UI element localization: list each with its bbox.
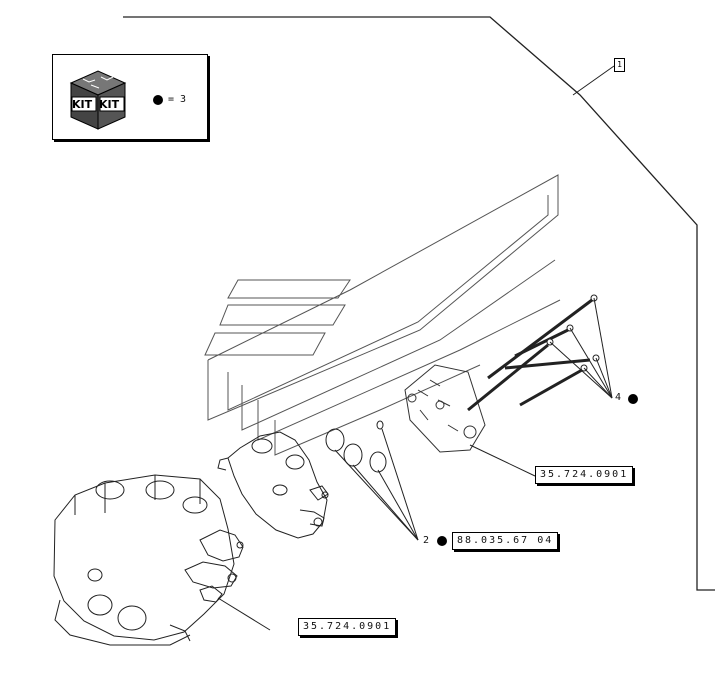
assembly-ref-label: 1 [617, 60, 622, 69]
chevron-background [204, 174, 561, 456]
kit-label-left: KIT [72, 98, 93, 111]
o-rings [325, 420, 387, 473]
assembly-ref-leader [572, 65, 615, 96]
lower-ref-leader [217, 597, 271, 631]
callout-4-kit-dot [628, 394, 638, 404]
kit-quantity: = 3 [168, 94, 187, 105]
valve-assembly [53, 474, 244, 646]
kit-legend: KIT KIT = 3 [52, 54, 208, 140]
assembly-bracket-line [123, 16, 715, 591]
kit-box-icon [69, 70, 127, 130]
pins [467, 298, 593, 412]
callout-item-4: 4 [615, 392, 622, 403]
assembly-ref-box: 1 [614, 58, 625, 72]
callout-item-2: 2 [423, 535, 430, 546]
upper-ref-leader [469, 444, 536, 477]
part-number-text: 88.035.67 04 [457, 535, 554, 546]
callout-2-kit-dot [437, 536, 447, 546]
kit-dot-icon [153, 95, 163, 105]
section-ref-upper-text: 35.724.0901 [540, 469, 629, 480]
part-number-box: 88.035.67 04 [452, 532, 559, 550]
kit-label-right: KIT [99, 98, 120, 111]
section-ref-upper[interactable]: 35.724.0901 [535, 466, 634, 484]
o-ring-leaders [334, 428, 419, 541]
section-ref-lower-text: 35.724.0901 [303, 621, 392, 632]
section-ref-lower[interactable]: 35.724.0901 [298, 618, 397, 636]
pin-leaders [549, 297, 613, 399]
manifold-block [404, 364, 486, 453]
valve-section [217, 431, 329, 539]
